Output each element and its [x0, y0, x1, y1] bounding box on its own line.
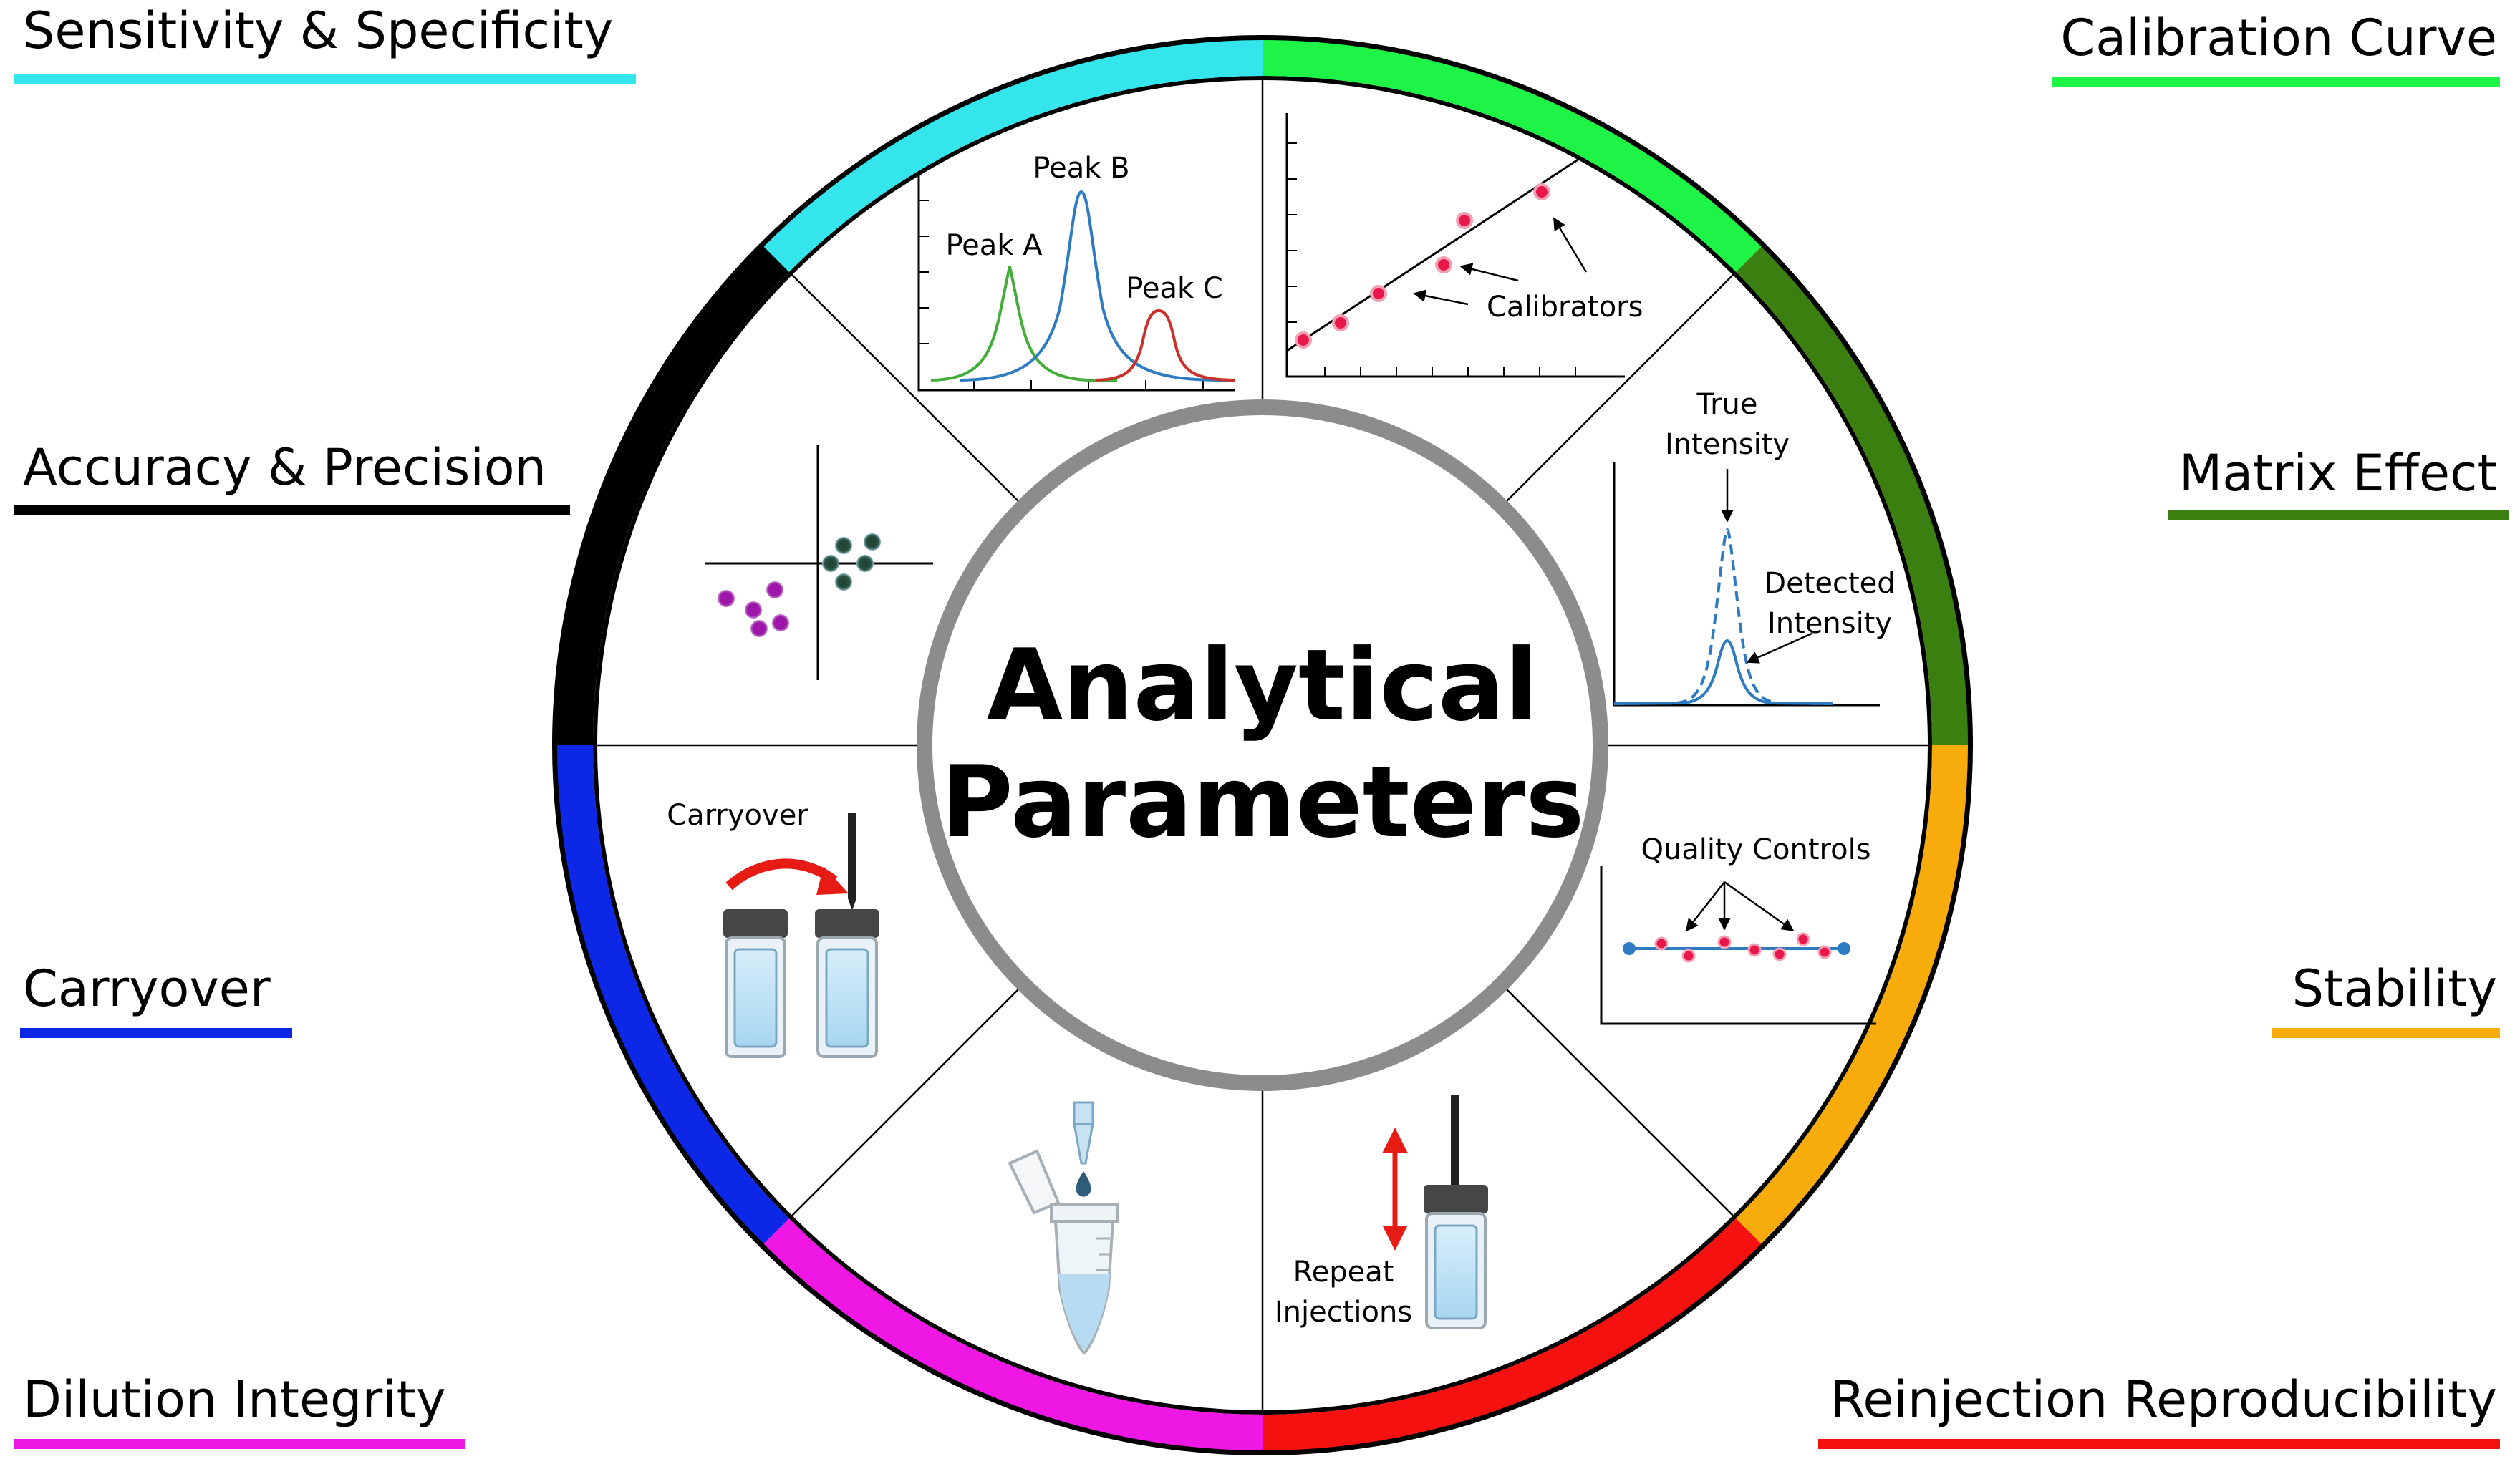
bar-carryover [20, 1028, 292, 1038]
repeat-injections-label-2: Injections [1275, 1296, 1412, 1329]
stability-axes [1600, 866, 1876, 1025]
peak-a-label: Peak A [945, 229, 1043, 262]
peak-b-label: Peak B [1033, 152, 1129, 185]
label-carryover: Carryover [23, 959, 271, 1018]
tube-liquid [1058, 1274, 1110, 1350]
source-vial [723, 909, 788, 1058]
ring-arc-5 [1262, 1218, 1762, 1450]
peak-a-curve [930, 266, 1118, 382]
bar-accuracy-precision [14, 505, 570, 515]
label-stability: Stability [2292, 959, 2497, 1018]
sector-dividers [596, 79, 1929, 1412]
ring-arc-8 [557, 246, 789, 746]
pipette-tip [1073, 1123, 1094, 1165]
label-reinjection-reproducibility: Reinjection Reproducibility [1830, 1370, 2497, 1429]
ring-arc-6 [763, 1218, 1263, 1450]
true-intensity-label-1: True [1696, 388, 1758, 421]
reinjection-needle [1451, 1095, 1459, 1203]
peak-c-label: Peak C [1126, 272, 1223, 305]
ring-arc-4 [1736, 745, 1968, 1244]
detected-intensity-curve [1613, 639, 1834, 705]
true-intensity-curve [1613, 528, 1834, 705]
center-circle [917, 399, 1608, 1091]
detected-intensity-label-2: Intensity [1767, 607, 1892, 640]
ring-arc-1 [763, 40, 1263, 272]
ring-arc-7 [557, 745, 789, 1244]
inner-ring-border [593, 76, 1932, 1415]
ring-arc-2 [1262, 40, 1762, 272]
ring-arcs [557, 40, 1968, 1450]
bar-dilution-integrity [14, 1439, 465, 1449]
matrix-effect-panel: True Intensity Detected Intensity [1613, 388, 1896, 707]
label-sensitivity-specificity: Sensitivity & Specificity [23, 1, 614, 60]
tube-graduations [1096, 1237, 1110, 1271]
tube-rim [1050, 1203, 1119, 1223]
ring-arc-3 [1736, 246, 1968, 746]
carryover-needle [848, 813, 856, 898]
droplet [1076, 1171, 1091, 1197]
calibration-axes [1285, 113, 1625, 378]
chromatogram-panel: Peak A Peak B Peak C [917, 152, 1236, 392]
bar-stability [2272, 1028, 2500, 1038]
scattered-points [718, 581, 789, 637]
bar-sensitivity-specificity [14, 74, 636, 84]
carryover-panel-label: Carryover [667, 799, 808, 832]
label-calibration-curve: Calibration Curve [2060, 9, 2497, 67]
detected-intensity-label-1: Detected [1764, 567, 1895, 600]
matrix-axes [1613, 462, 1880, 707]
accuracy-precision-panel [705, 445, 933, 680]
center-title-line1: Analytical [987, 628, 1539, 743]
precise-points [822, 533, 881, 591]
calibration-ticks [1287, 142, 1576, 377]
center-title-line2: Parameters [941, 745, 1585, 860]
bar-calibration-curve [2052, 77, 2500, 87]
bar-reinjection-reproducibility [1818, 1439, 2500, 1449]
dilution-panel [1008, 1101, 1119, 1355]
label-accuracy-precision: Accuracy & Precision [23, 438, 547, 497]
reinjection-vial-cap [1424, 1185, 1488, 1213]
reinjection-panel: Repeat Injections [1275, 1095, 1488, 1329]
target-vial [815, 909, 879, 1058]
repeat-injections-label-1: Repeat [1293, 1256, 1394, 1289]
chromatogram-ticks [919, 200, 1204, 390]
calibrator-points [1295, 183, 1550, 349]
peak-c-curve [1095, 309, 1236, 382]
quality-controls-label: Quality Controls [1641, 833, 1870, 866]
chromatogram-axes [917, 172, 1235, 392]
bar-matrix-effect [2168, 510, 2509, 520]
calibrators-label: Calibrators [1487, 291, 1643, 324]
quality-control-points [1654, 932, 1832, 963]
peak-b-curve [959, 190, 1235, 382]
stability-panel: Quality Controls [1600, 833, 1876, 1025]
label-matrix-effect: Matrix Effect [2178, 444, 2497, 503]
true-intensity-label-2: Intensity [1665, 428, 1790, 461]
pipette-tip-top [1073, 1101, 1094, 1125]
carryover-panel: Carryover [667, 799, 879, 1058]
calibration-panel: Calibrators [1285, 113, 1643, 378]
label-dilution-integrity: Dilution Integrity [23, 1370, 446, 1429]
stability-endpoints [1623, 942, 1850, 955]
